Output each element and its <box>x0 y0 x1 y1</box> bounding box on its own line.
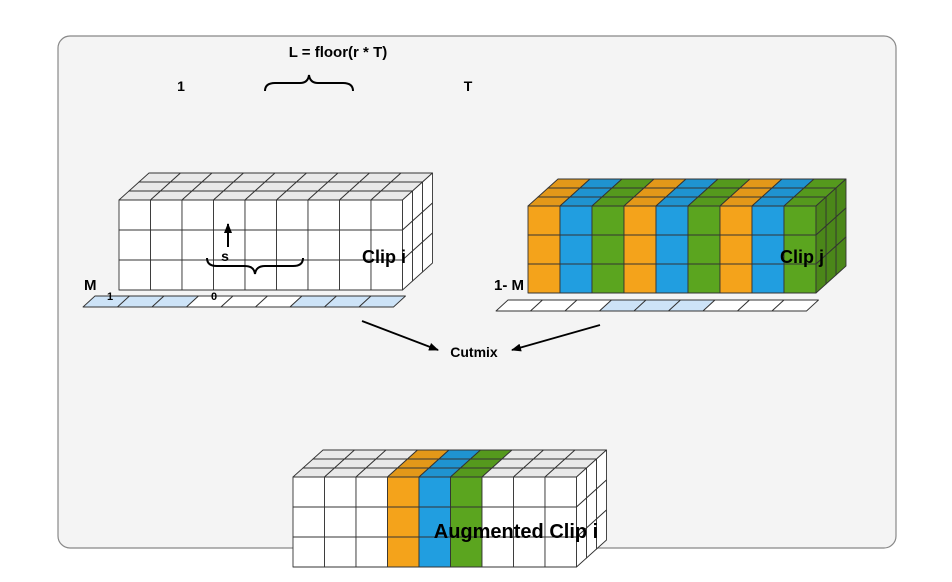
cube-front <box>324 506 357 538</box>
mask-1m-strip <box>495 299 819 312</box>
cube-front <box>623 205 657 236</box>
cube-front <box>292 476 325 508</box>
cube-front <box>213 199 246 231</box>
cube-front <box>783 263 817 294</box>
cube-front <box>324 536 357 568</box>
cube-front <box>481 476 514 508</box>
cube-front <box>719 263 753 294</box>
cube-front <box>387 476 420 508</box>
cube-front <box>150 259 183 291</box>
mask-brace <box>206 257 304 275</box>
cube-front <box>355 476 388 508</box>
cube-front <box>527 234 561 265</box>
cube-front <box>450 476 483 508</box>
mask-to-cutmix-arrow <box>361 320 439 351</box>
frame-last-label: T <box>464 78 473 94</box>
inverse-mask-to-cutmix-arrow <box>511 324 601 352</box>
cube-front <box>387 506 420 538</box>
frame-first-label: 1 <box>177 78 185 94</box>
cube-front <box>324 476 357 508</box>
cube-side <box>402 250 413 291</box>
inverse-mask-label: 1- M <box>494 277 524 294</box>
cube-front <box>244 229 277 261</box>
mask-zero-label: 0 <box>211 291 217 303</box>
augmented-clip-volume <box>292 449 607 568</box>
cube-front <box>655 205 689 236</box>
cube-front <box>687 234 721 265</box>
cube-front <box>244 259 277 291</box>
cube-side <box>576 527 587 568</box>
cube-front <box>559 205 593 236</box>
start-index-label: s <box>221 248 229 264</box>
cube-front <box>687 205 721 236</box>
mask-m-strip <box>82 295 406 308</box>
cube-side <box>815 254 827 294</box>
cube-front <box>655 263 689 294</box>
cube-front <box>213 229 246 261</box>
cube-front <box>276 199 309 231</box>
cube-front <box>307 229 340 261</box>
cube-front <box>623 263 657 294</box>
cube-front <box>544 476 577 508</box>
mask-cell <box>771 299 819 312</box>
cube-front <box>181 229 214 261</box>
cube-front <box>387 536 420 568</box>
cube-front <box>527 205 561 236</box>
cube-front <box>118 259 151 291</box>
cube-front <box>783 205 817 236</box>
cube-front <box>687 263 721 294</box>
cube-front <box>292 536 325 568</box>
clip-i-label: Clip i <box>362 247 406 267</box>
cube-front <box>513 476 546 508</box>
clip-j-label: Clip j <box>780 247 824 267</box>
cube-front <box>307 199 340 231</box>
cube-front <box>655 234 689 265</box>
length-brace <box>264 74 354 92</box>
cube-front <box>719 234 753 265</box>
cube-front <box>355 536 388 568</box>
clip-j-volume <box>527 178 847 294</box>
cube-front <box>355 506 388 538</box>
cube-front <box>559 263 593 294</box>
cube-front <box>118 199 151 231</box>
mask-one-label: 1 <box>107 291 113 303</box>
cube-front <box>150 199 183 231</box>
cube-front <box>559 234 593 265</box>
cube-front <box>292 506 325 538</box>
cube-front <box>213 259 246 291</box>
cube-front <box>719 205 753 236</box>
clip-i-volume <box>118 172 433 291</box>
mask-label: M <box>84 277 97 294</box>
cube-front <box>244 199 277 231</box>
cube-front <box>418 476 451 508</box>
length-formula-label: L = floor(r * T) <box>289 44 387 61</box>
cube-front <box>118 229 151 261</box>
augmented-clip-label: Augmented Clip i <box>434 521 598 543</box>
mask-cell <box>358 295 406 308</box>
cube-front <box>591 263 625 294</box>
cube-front <box>751 205 785 236</box>
cutmix-label: Cutmix <box>450 344 498 360</box>
cube-front <box>150 229 183 261</box>
cube-front <box>307 259 340 291</box>
cube-front <box>276 259 309 291</box>
cube-front <box>181 199 214 231</box>
cube-front <box>527 263 561 294</box>
cube-front <box>591 205 625 236</box>
cube-front <box>339 199 372 231</box>
cube-front <box>623 234 657 265</box>
cube-front <box>370 199 403 231</box>
cube-front <box>751 263 785 294</box>
cube-front <box>591 234 625 265</box>
cube-front <box>276 229 309 261</box>
